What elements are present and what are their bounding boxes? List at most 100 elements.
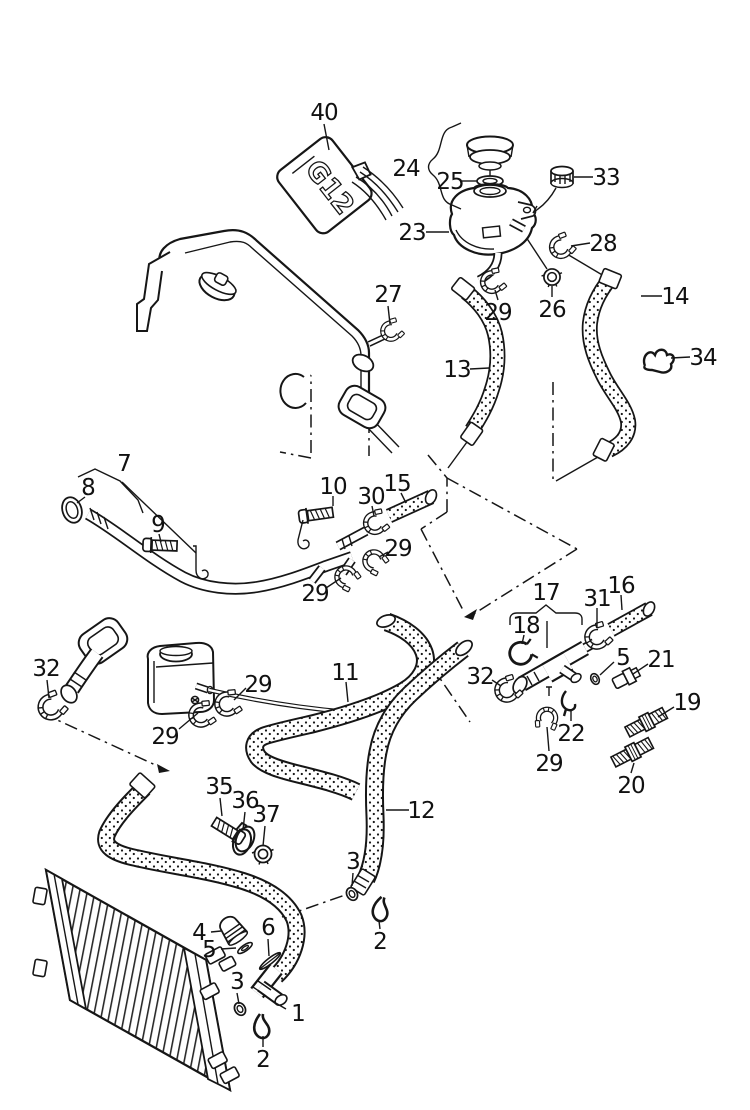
callout-29[interactable]: 29: [151, 724, 180, 750]
water-pipe-elbow: [33, 617, 129, 725]
hose-12: [345, 639, 473, 924]
bracket-17: [509, 604, 583, 625]
flange-nut-37: [251, 844, 275, 866]
coolant-flange-assembly: [490, 601, 670, 770]
reservoir-detail-lines: [153, 661, 214, 703]
engine-rib-arc: [279, 372, 307, 409]
callout-5[interactable]: 5: [202, 937, 217, 963]
construction-line: [523, 233, 548, 270]
fastener-group: [209, 814, 275, 866]
leader-29: [325, 577, 342, 589]
bolt-9-bracket: [193, 545, 209, 580]
callout-29[interactable]: 29: [384, 536, 413, 562]
leader-18: [521, 634, 525, 645]
pipe-end-ribs: [89, 507, 109, 530]
callout-37[interactable]: 37: [252, 802, 280, 828]
callout-2[interactable]: 2: [256, 1047, 271, 1073]
callout-40[interactable]: 40: [310, 100, 339, 126]
callout-25[interactable]: 25: [436, 169, 464, 195]
callout-31[interactable]: 31: [583, 586, 611, 612]
callout-12[interactable]: 12: [407, 798, 435, 824]
leader-6: [267, 938, 270, 957]
leader-3: [236, 992, 240, 1005]
elbow-open-end: [60, 684, 78, 704]
speed-nut-26: [540, 268, 563, 288]
callout-36[interactable]: 36: [231, 788, 260, 814]
callout-35[interactable]: 35: [205, 774, 233, 800]
callout-10[interactable]: 10: [319, 474, 348, 500]
callout-3[interactable]: 3: [230, 969, 245, 995]
leader-27: [387, 305, 391, 325]
hose-body: [359, 643, 468, 883]
radiator-stub: [204, 946, 226, 965]
callout-33[interactable]: 33: [592, 165, 620, 191]
callout-22[interactable]: 22: [557, 721, 585, 747]
drain-plug-4: [219, 915, 249, 946]
hose-end-sleeve: [598, 267, 623, 290]
leader-34: [670, 356, 691, 359]
leader-8: [76, 496, 86, 504]
callout-19[interactable]: 19: [673, 690, 702, 716]
leader-29: [494, 289, 499, 301]
bottle-slot: [291, 155, 315, 174]
callout-30[interactable]: 30: [357, 484, 386, 510]
engine-boss: [351, 353, 375, 373]
leader-13: [469, 367, 490, 370]
callout-14[interactable]: 14: [661, 284, 690, 310]
callout-26[interactable]: 26: [538, 297, 567, 323]
callout-6[interactable]: 6: [261, 915, 276, 941]
engine-bracket-arm: [136, 251, 171, 332]
view-arrow: [464, 609, 477, 620]
callout-29[interactable]: 29: [535, 751, 564, 777]
callout-3[interactable]: 3: [346, 849, 361, 875]
callout-11[interactable]: 11: [331, 660, 359, 686]
callout-23[interactable]: 23: [398, 220, 426, 246]
hidden-line: [41, 712, 163, 769]
callout-4[interactable]: 4: [192, 920, 207, 946]
callout-17[interactable]: 17: [532, 580, 560, 606]
radiator: [32, 867, 240, 1093]
callout-34[interactable]: 34: [689, 345, 718, 371]
callout-brackets: [77, 122, 583, 648]
callout-20[interactable]: 20: [617, 773, 646, 799]
callout-29[interactable]: 29: [484, 300, 513, 326]
callout-32[interactable]: 32: [32, 656, 60, 682]
callout-29[interactable]: 29: [244, 672, 273, 698]
bolt-10: [297, 503, 335, 526]
hose-end-sleeve: [450, 276, 476, 301]
callout-21[interactable]: 21: [647, 647, 675, 673]
leader-20: [630, 762, 635, 774]
callout-9[interactable]: 9: [151, 512, 166, 538]
callout-7[interactable]: 7: [117, 451, 132, 477]
radiator-stub: [207, 1051, 228, 1070]
callout-8[interactable]: 8: [81, 475, 96, 501]
callout-1[interactable]: 1: [291, 1001, 306, 1027]
callout-13[interactable]: 13: [443, 357, 471, 383]
callout-27[interactable]: 27: [374, 282, 402, 308]
hose-end-sleeve: [592, 437, 615, 462]
callout-15[interactable]: 15: [383, 471, 411, 497]
spring-clip-2: [252, 1012, 271, 1040]
hose-open-end: [642, 601, 656, 617]
construction-line: [447, 441, 468, 469]
callout-29[interactable]: 29: [301, 581, 330, 607]
o-ring-3: [233, 1001, 247, 1017]
callout-18[interactable]: 18: [512, 613, 541, 639]
callout-32[interactable]: 32: [466, 664, 494, 690]
branch-ribs: [341, 535, 353, 550]
callout-2[interactable]: 2: [373, 929, 388, 955]
callout-16[interactable]: 16: [607, 573, 636, 599]
hook-clip-22: [560, 690, 577, 717]
hose-15: [385, 489, 438, 523]
hose-13: [450, 276, 506, 446]
callout-28[interactable]: 28: [589, 231, 618, 257]
hose-end-sleeve: [129, 772, 156, 799]
pour-stream-lines: [351, 166, 404, 221]
callout-5[interactable]: 5: [616, 645, 631, 671]
leader-11: [345, 681, 349, 703]
tank-front-tab: [481, 225, 502, 239]
callout-24[interactable]: 24: [392, 156, 421, 182]
blanking-cap: [532, 165, 574, 214]
